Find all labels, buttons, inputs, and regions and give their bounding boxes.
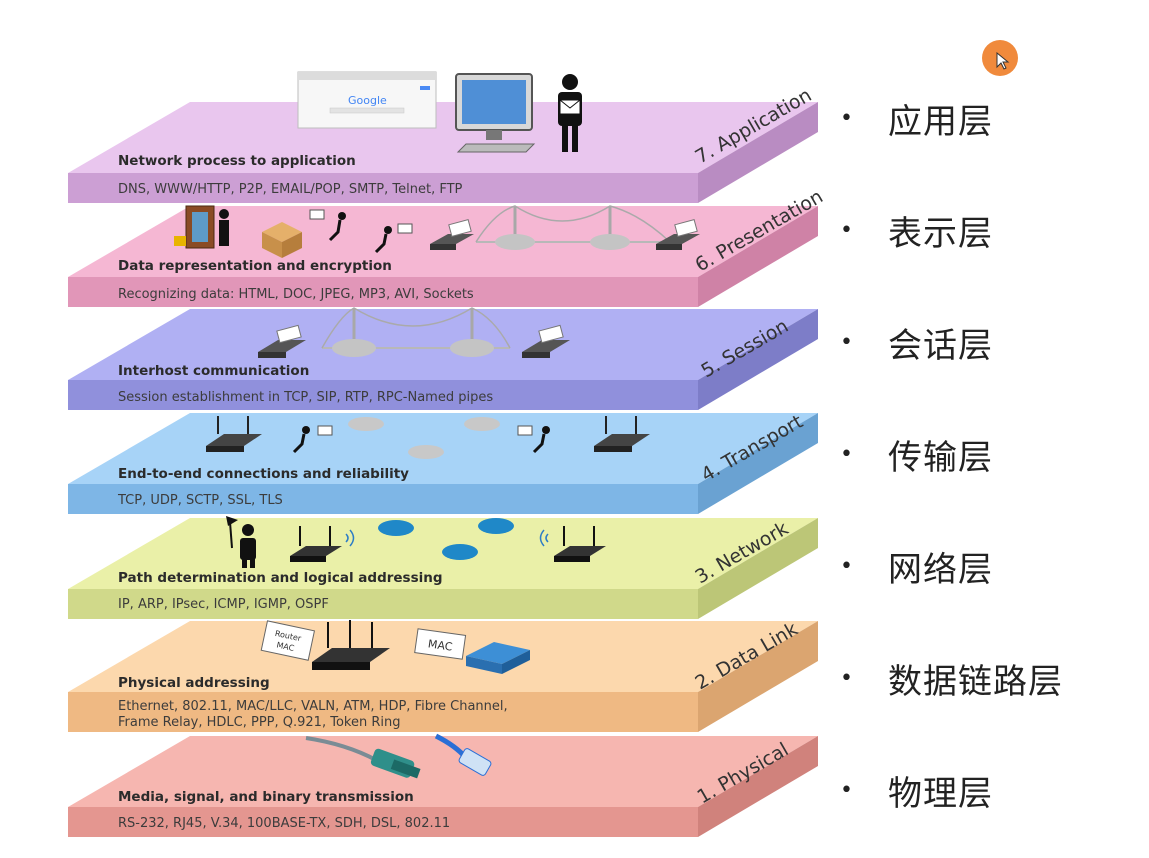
- layer-3-front: [68, 589, 698, 619]
- layer-7-top: [68, 102, 818, 173]
- layer-1-side: [698, 736, 818, 837]
- chinese-layer-4: • 传输层: [840, 432, 993, 478]
- chinese-layer-5: • 会话层: [840, 320, 993, 366]
- layer-1-protocols: RS-232, RJ45, V.34, 100BASE-TX, SDH, DSL…: [118, 816, 450, 831]
- monitor-icon: [455, 73, 536, 153]
- layer-2-side: [698, 621, 818, 732]
- bullet-icon: •: [840, 217, 853, 243]
- router-icon-4: [522, 324, 570, 358]
- mac-tag-text: MAC: [427, 637, 453, 653]
- layer-7-protocols: DNS, WWW/HTTP, P2P, EMAIL/POP, SMTP, Tel…: [118, 182, 463, 197]
- layer-4-side: [698, 413, 818, 514]
- layer-5-heading: Interhost communication: [118, 363, 309, 379]
- wifi-router-icon-2: [594, 416, 650, 452]
- chinese-layer-label: 传输层: [888, 437, 993, 478]
- fiber-cable-icon: [305, 736, 421, 779]
- router-icon: [430, 219, 474, 250]
- mouse-cursor-icon: [996, 52, 1010, 70]
- layer-1-front: [68, 807, 698, 837]
- chinese-layer-label: 会话层: [888, 325, 993, 366]
- chinese-layer-7: • 应用层: [840, 96, 993, 142]
- layer-3-protocols: IP, ARP, IPsec, ICMP, IGMP, OSPF: [118, 597, 329, 612]
- router-icon-3: [258, 324, 306, 358]
- layer-5-top: [68, 309, 818, 380]
- bridge-illustration: [475, 205, 671, 250]
- router-mac-tag: Router MAC: [260, 620, 316, 661]
- layer-2-data-link: Physical addressing Ethernet, 802.11, MA…: [68, 618, 818, 732]
- wifi-router-icon: [206, 416, 262, 452]
- bullet-icon: •: [840, 105, 853, 131]
- layer-4-heading: End-to-end connections and reliability: [118, 466, 409, 482]
- layer-4-protocols: TCP, UDP, SCTP, SSL, TLS: [117, 493, 283, 508]
- chinese-layer-1: • 物理层: [840, 768, 993, 814]
- layer-2-protocols-line-2: Frame Relay, HDLC, PPP, Q.921, Token Rin…: [118, 715, 400, 730]
- router-tag-line-2: MAC: [276, 640, 296, 653]
- layer-7-application: Network process to application DNS, WWW/…: [68, 71, 818, 203]
- chinese-layer-list: • 应用层 • 表示层 • 会话层 • 传输层 • 网络层 • 数据链路层 • …: [840, 0, 1140, 858]
- osi-layer-diagram: Network process to application DNS, WWW/…: [68, 71, 827, 837]
- wifi-router-icon-5: [312, 620, 390, 670]
- chinese-layer-label: 网络层: [888, 549, 993, 590]
- layer-6-front: [68, 277, 698, 307]
- browser-window-illustration: Google: [297, 71, 437, 129]
- blue-router-icon-3: [478, 518, 514, 534]
- blue-router-icon-2: [442, 544, 478, 560]
- runner-envelope-icon: [309, 209, 346, 242]
- bridge-illustration-2: [321, 307, 511, 357]
- layer-5-session: Interhost communication Session establis…: [68, 307, 818, 410]
- chinese-layer-label: 物理层: [888, 773, 993, 814]
- layer-6-heading: Data representation and encryption: [118, 258, 392, 274]
- layer-6-presentation: Data representation and encryption Recog…: [68, 186, 827, 307]
- layer-4-front: [68, 484, 698, 514]
- switch-icon: [466, 642, 530, 674]
- bullet-icon: •: [840, 665, 853, 691]
- layer-4-top: [68, 413, 818, 484]
- layer-5-front: [68, 380, 698, 410]
- runner-envelope-icon-3: [292, 425, 333, 454]
- chinese-layer-label: 应用层: [888, 101, 993, 142]
- layer-2-heading: Physical addressing: [118, 675, 270, 691]
- chinese-layer-6: • 表示层: [840, 208, 993, 254]
- layer-3-network: Path determination and logical addressin…: [68, 516, 818, 619]
- ethernet-cable-icon: [434, 733, 492, 776]
- gray-router-icon: [348, 417, 384, 431]
- layer-1-top: [68, 736, 818, 807]
- runner-envelope-icon-2: [374, 223, 413, 254]
- wifi-router-icon-4: [539, 526, 606, 562]
- gray-router-icon-3: [464, 417, 500, 431]
- layer-7-heading: Network process to application: [118, 153, 356, 169]
- layer-7-side: [698, 102, 818, 203]
- bullet-icon: •: [840, 329, 853, 355]
- layer-2-protocols-line-1: Ethernet, 802.11, MAC/LLC, VALN, ATM, HD…: [118, 699, 508, 714]
- chinese-layer-label: 数据链路层: [888, 661, 1063, 702]
- blue-router-icon: [378, 520, 414, 536]
- layer-6-protocols: Recognizing data: HTML, DOC, JPEG, MP3, …: [118, 287, 474, 302]
- bullet-icon: •: [840, 777, 853, 803]
- person-envelope-icon: [558, 74, 582, 152]
- layer-3-heading: Path determination and logical addressin…: [118, 570, 443, 586]
- layer-1-heading: Media, signal, and binary transmission: [118, 789, 414, 805]
- search-logo: Google: [348, 94, 387, 107]
- safe-door-icon: [174, 205, 229, 249]
- bullet-icon: •: [840, 441, 853, 467]
- layer-4-transport: End-to-end connections and reliability T…: [68, 411, 818, 514]
- person-flag-icon: [226, 516, 256, 568]
- layer-7-front: [68, 173, 698, 203]
- layer-6-side: [698, 206, 818, 307]
- bullet-icon: •: [840, 553, 853, 579]
- layer-3-side: [698, 518, 818, 619]
- router-icon-2: [656, 219, 700, 250]
- runner-envelope-icon-4: [517, 425, 550, 454]
- layer-5-side: [698, 309, 818, 410]
- layer-1-physical: Media, signal, and binary transmission R…: [68, 733, 818, 837]
- package-box-icon: [262, 222, 302, 258]
- wifi-router-icon-3: [290, 526, 355, 562]
- layer-2-front: [68, 692, 698, 732]
- chinese-layer-2: • 数据链路层: [840, 656, 1063, 702]
- layer-5-protocols: Session establishment in TCP, SIP, RTP, …: [118, 390, 493, 405]
- mac-tag: MAC: [414, 628, 467, 660]
- chinese-layer-3: • 网络层: [840, 544, 993, 590]
- chinese-layer-label: 表示层: [888, 213, 993, 254]
- gray-router-icon-2: [408, 445, 444, 459]
